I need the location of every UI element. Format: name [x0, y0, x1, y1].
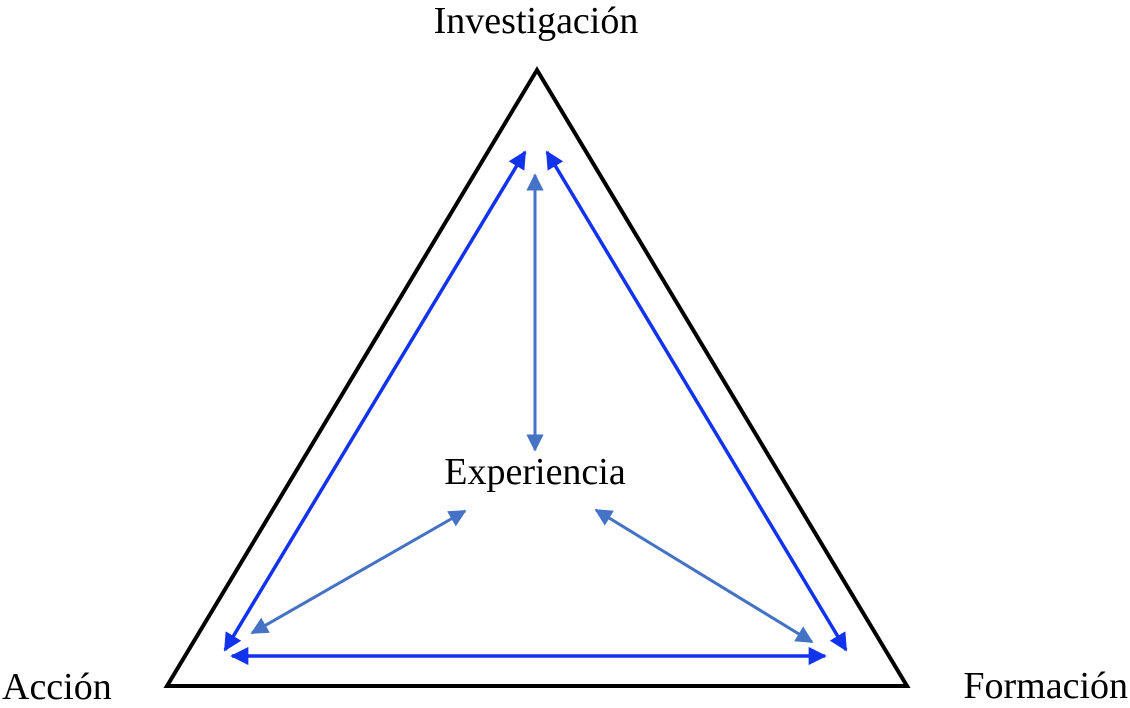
node-label-experiencia: Experiencia	[444, 451, 626, 493]
node-label-investigacion: Investigación	[433, 0, 639, 42]
outer-triangle	[163, 66, 911, 688]
node-label-formacion: Formación	[963, 665, 1128, 707]
arrow-accion-experiencia	[250, 509, 467, 635]
arrow-investigacion-accion	[223, 150, 527, 652]
node-label-accion: Acción	[2, 666, 112, 708]
arrow-investigacion-formacion	[545, 150, 848, 652]
arrow-formacion-experiencia	[594, 508, 814, 644]
